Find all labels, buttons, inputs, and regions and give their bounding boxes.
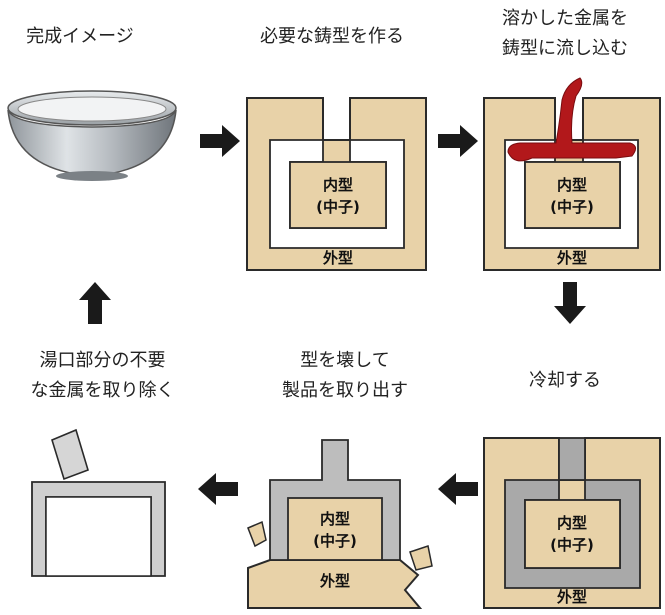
arrow-left-1 xyxy=(438,473,478,505)
arrow-right-2 xyxy=(438,125,478,157)
mold-empty: 内型 (中子) 外型 xyxy=(246,97,427,271)
step-trim-label: 湯口部分の不要 な金属を取り除く xyxy=(30,350,175,401)
step-cool-label: 冷却する xyxy=(529,370,601,391)
mold-pour: 内型 (中子) 外型 xyxy=(483,77,661,271)
molten-metal xyxy=(507,77,636,162)
mold-pour-core-label: (中子) xyxy=(550,198,594,216)
mold-cooled-inner-label: 内型 xyxy=(557,514,587,532)
finished-bowl-image xyxy=(7,90,177,181)
arrow-up xyxy=(79,282,111,324)
arrow-right-1 xyxy=(200,125,240,157)
mold-fragment-right xyxy=(409,545,433,571)
mold-cooled-core-label: (中子) xyxy=(550,536,594,554)
mold-broken: 内型 (中子) 外型 xyxy=(247,439,433,609)
removed-sprue-piece xyxy=(51,428,89,481)
mold-empty-outer-label: 外型 xyxy=(322,249,353,267)
mold-fragment-left xyxy=(247,520,267,548)
mold-broken-inner-label: 内型 xyxy=(320,510,350,528)
step-finished-label: 完成イメージ xyxy=(26,26,134,47)
mold-broken-outer-label: 外型 xyxy=(319,572,350,590)
arrow-left-2 xyxy=(198,473,238,505)
step-pour-label: 溶かした金属を 鋳型に流し込む xyxy=(502,8,628,59)
mold-empty-core-label: (中子) xyxy=(316,198,360,216)
mold-empty-inner-label: 内型 xyxy=(323,176,353,194)
mold-pour-outer-label: 外型 xyxy=(556,249,587,267)
trimmed-product xyxy=(31,428,166,577)
mold-cooled: 内型 (中子) 外型 xyxy=(483,437,661,609)
mold-pour-inner-label: 内型 xyxy=(557,176,587,194)
arrow-down xyxy=(554,282,586,324)
mold-cooled-outer-label: 外型 xyxy=(556,588,587,606)
mold-broken-core-label: (中子) xyxy=(313,532,357,550)
step-break-label: 型を壊して 製品を取り出す xyxy=(282,350,408,401)
step-make-mold-label: 必要な鋳型を作る xyxy=(260,26,404,47)
